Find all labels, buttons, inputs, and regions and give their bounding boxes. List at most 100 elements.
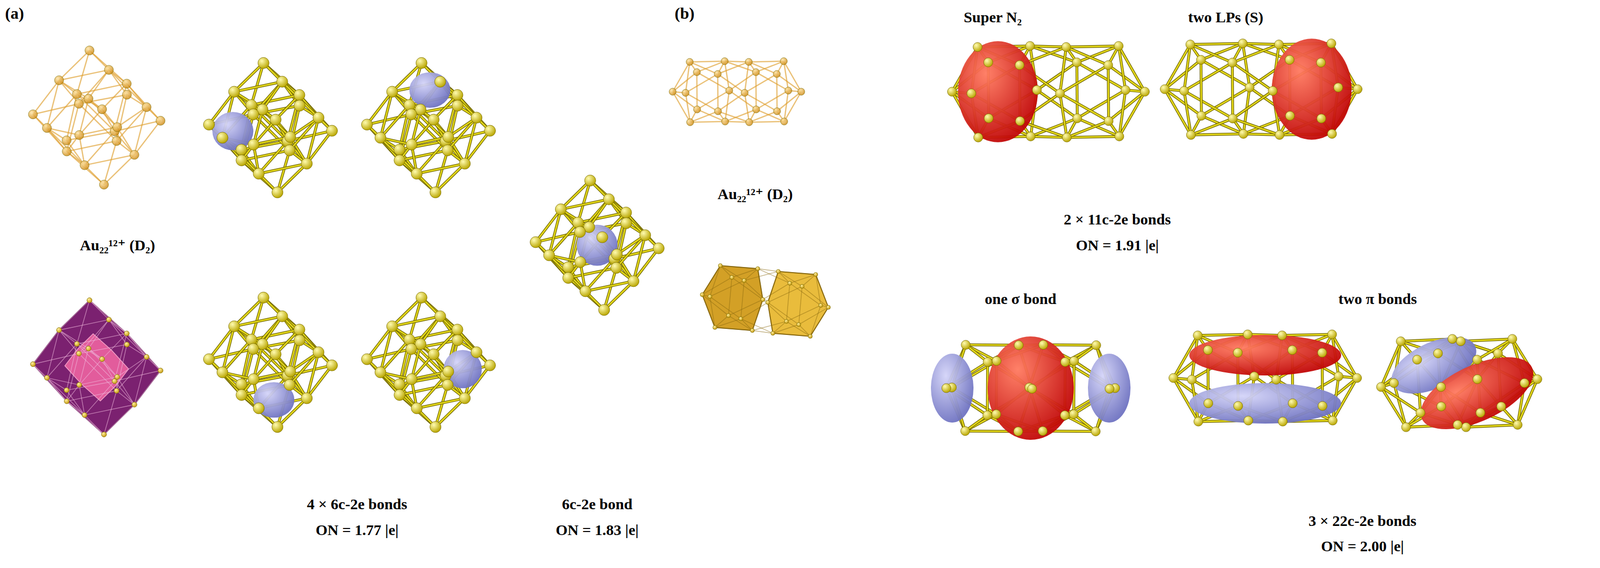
polyhedron-edge xyxy=(108,319,127,334)
gold-atom xyxy=(750,328,755,333)
gold-atom xyxy=(257,291,269,303)
bond-line xyxy=(1066,136,1120,138)
polyhedron-edge xyxy=(778,271,803,287)
bond-line xyxy=(440,316,477,353)
polyhedron-edge xyxy=(116,390,135,405)
bond-line xyxy=(1232,90,1273,119)
bond-outline xyxy=(604,267,617,310)
gold-atom xyxy=(293,334,305,346)
polyhedron-edge xyxy=(710,296,741,319)
bond-outline xyxy=(380,339,410,372)
au22-cluster xyxy=(361,57,496,198)
bond-outline xyxy=(1184,44,1191,92)
polyhedron-edge xyxy=(79,319,109,354)
gold-atom xyxy=(639,229,651,241)
gold-atom xyxy=(284,144,296,156)
gold-atom xyxy=(430,186,442,199)
gold-atom xyxy=(1415,408,1425,418)
gold-atom xyxy=(112,122,122,132)
gold-atom xyxy=(451,324,463,336)
polyhedron-edge xyxy=(740,280,745,319)
polyhedron-edge xyxy=(762,299,787,322)
gold-atom xyxy=(1055,88,1065,98)
bond-outline xyxy=(262,343,291,372)
gold-atom xyxy=(106,317,112,323)
polyhedron-edge xyxy=(772,333,811,337)
gold-atom xyxy=(111,136,122,146)
gold-atom xyxy=(155,115,166,126)
gold-atom xyxy=(99,356,105,362)
bond-line xyxy=(696,71,730,91)
polyhedron-face xyxy=(32,300,161,435)
polyhedron-edge xyxy=(789,283,821,306)
gold-atom xyxy=(1062,132,1072,142)
gold-atom xyxy=(752,105,760,113)
gold-atom xyxy=(269,348,282,360)
bond-line xyxy=(380,137,417,174)
gold-atom xyxy=(247,108,259,121)
bond-lines xyxy=(367,62,491,192)
gold-atom xyxy=(427,348,440,360)
polyhedron-edge xyxy=(740,318,773,334)
gold-atom xyxy=(755,266,760,271)
gold-atom xyxy=(1140,87,1150,97)
polyhedron-edge xyxy=(79,353,117,392)
gold-atom xyxy=(1185,40,1195,50)
gold-atom xyxy=(442,131,454,143)
gold-atom xyxy=(87,297,93,303)
polyhedron-edge xyxy=(702,265,721,295)
bond-line xyxy=(1242,43,1279,45)
gold-atom xyxy=(74,130,84,140)
bond-outline xyxy=(420,109,449,137)
gold-atom xyxy=(1090,426,1101,436)
gold-atom xyxy=(1472,355,1482,365)
gold-atom xyxy=(113,387,120,394)
bond-outline xyxy=(263,62,300,95)
gold-atom xyxy=(1060,410,1070,420)
gold-atom xyxy=(1271,374,1281,384)
figure-label: ON = 1.77 |e| xyxy=(315,521,399,539)
gold-atom xyxy=(253,402,265,414)
polyhedron-edge xyxy=(66,401,85,415)
gold-atom xyxy=(386,86,398,98)
gold-atom xyxy=(760,297,765,302)
bond-line xyxy=(1184,62,1233,92)
gold-atom xyxy=(787,281,792,286)
gold-atom xyxy=(1316,58,1326,68)
polyhedron-edge xyxy=(744,280,768,303)
bond-outline xyxy=(1230,62,1234,119)
gold-atom xyxy=(770,331,775,336)
gold-atom xyxy=(784,319,789,324)
gold-atom xyxy=(434,75,446,88)
gold-atom xyxy=(253,168,265,180)
bond-outline xyxy=(1232,90,1273,119)
bond-outline xyxy=(1075,62,1079,119)
bond-outline xyxy=(1118,46,1126,91)
polyhedron-edge xyxy=(757,268,763,300)
gold-atom xyxy=(228,86,240,98)
isosurface-positive xyxy=(1189,334,1342,376)
gold-atom xyxy=(405,343,417,355)
gold-atom xyxy=(1496,401,1506,411)
bond-line xyxy=(690,121,726,123)
bond-lines xyxy=(209,297,333,427)
polyhedron-edge xyxy=(810,306,829,336)
bond-lines xyxy=(367,297,491,427)
gold-atom xyxy=(712,325,717,330)
bond-outline xyxy=(263,297,300,330)
polyhedron-edge xyxy=(762,283,790,300)
polyhedron-edge xyxy=(79,384,85,416)
gold-atom xyxy=(114,374,120,380)
bond-line xyxy=(1476,338,1512,360)
gold-atom xyxy=(471,346,483,358)
gold-atom xyxy=(271,186,284,199)
isosurface-negative xyxy=(1189,382,1342,424)
au22-cluster xyxy=(361,291,496,433)
au22-cluster xyxy=(1160,38,1363,140)
bond-line xyxy=(756,90,789,110)
bond-outline xyxy=(251,62,264,105)
bond-line xyxy=(1232,44,1279,63)
polyhedron-edge xyxy=(798,286,803,325)
gold-atom xyxy=(1288,398,1298,408)
